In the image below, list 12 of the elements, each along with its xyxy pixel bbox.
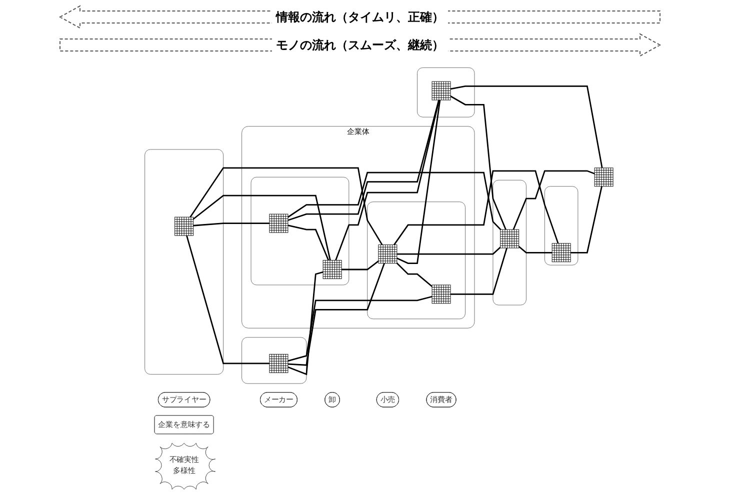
cluster xyxy=(144,149,224,375)
cluster xyxy=(544,186,578,266)
cluster xyxy=(242,337,307,384)
cluster xyxy=(492,180,526,306)
cluster xyxy=(250,176,350,286)
cluster xyxy=(417,67,475,118)
connector xyxy=(286,270,326,376)
flow-label: モノの流れ（スムーズ、継続） xyxy=(272,36,448,54)
connector xyxy=(191,222,272,226)
flow-label: 情報の流れ（タイムリ、正確） xyxy=(272,8,448,26)
connector xyxy=(286,295,434,362)
cluster xyxy=(367,202,466,320)
